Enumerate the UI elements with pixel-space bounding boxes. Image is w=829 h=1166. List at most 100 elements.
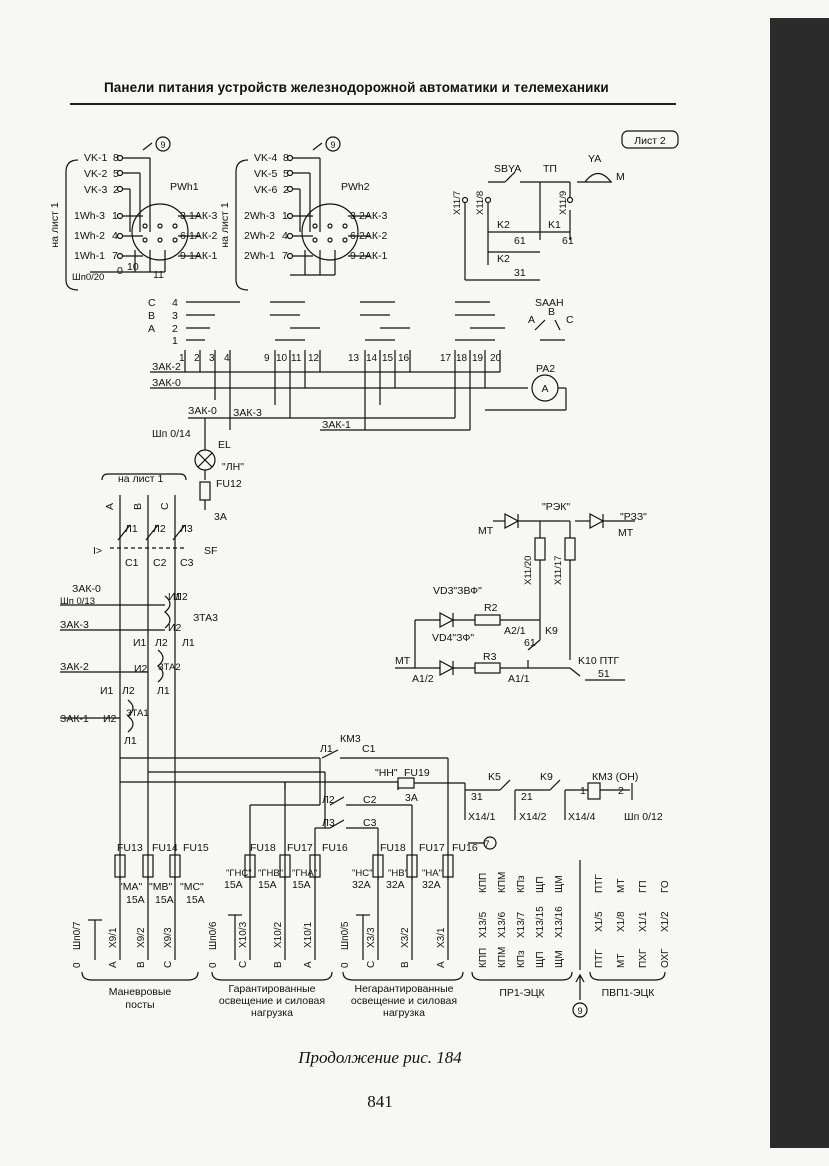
pr-top-3: ЩП: [535, 876, 546, 893]
ct3-l1: Л1: [182, 637, 195, 649]
group3-line3: нагрузка: [383, 1007, 425, 1019]
input-phase-c: C: [159, 502, 171, 510]
shp014-label: Шп 0/14: [152, 428, 191, 440]
pwh2-vk-pin-0: 8: [283, 152, 289, 164]
bracket-left-1: [65, 159, 79, 291]
input-shp013: Шп 0/13: [60, 596, 95, 607]
pwh2-wh-pin-1: 4: [282, 230, 288, 242]
fu-6-rating: 32А: [352, 879, 371, 891]
ct2-i1: И1: [133, 637, 147, 649]
term-g2-x2: X10/1: [303, 921, 314, 948]
ref-9-a: 9: [160, 140, 165, 150]
group3-line1: Негарантированные: [355, 983, 454, 995]
pwh2-wh-1: 2Wh-2: [244, 230, 275, 242]
saah-phase-a: A: [148, 323, 155, 335]
input-l1: Л1: [125, 523, 138, 535]
fu-8-rating: 32А: [422, 879, 441, 891]
term-g2-phase-b: B: [273, 961, 284, 968]
pwh2-vk-pin-1: 5: [283, 168, 289, 180]
input-bracket: [101, 473, 187, 481]
saah-phase-c: C: [148, 297, 156, 309]
ct1-i1: И1: [100, 685, 114, 697]
saah-name: SAAH: [535, 297, 564, 309]
saah-c-3: 3: [209, 353, 215, 364]
fu-3-label: "ГНС": [226, 868, 252, 879]
ind-r3: R3: [483, 651, 497, 663]
pv-top-1: МТ: [616, 879, 627, 893]
sf-c1: C1: [125, 557, 139, 569]
km3-label: КМ3: [340, 733, 361, 745]
fu-1-name: FU14: [152, 842, 178, 854]
term-g3-phase-c: C: [366, 961, 377, 968]
pwh2-wh-0: 2Wh-3: [244, 210, 275, 222]
pwh1-vk-0: VK-1: [84, 152, 108, 164]
input-phase-a: A: [104, 503, 116, 510]
pr-bot-3: ЩП: [535, 951, 546, 968]
pr-top-0: КПП: [478, 873, 489, 893]
ct-zta3-label: ЗТА3: [193, 612, 218, 624]
group1-line1: Маневровые: [109, 986, 172, 998]
sf-c3: C3: [180, 557, 194, 569]
sf-c2: C2: [153, 557, 167, 569]
pwh2-vk-pin-2: 2: [283, 184, 289, 196]
relay-sbya: SBYA: [494, 163, 521, 175]
sheet2-box: [621, 130, 679, 149]
pv-bot-3: ОХГ: [660, 948, 671, 968]
ind-mt2: МТ: [618, 527, 634, 539]
ref-9-b: 9: [330, 140, 335, 150]
fu-2-rating: 15А: [186, 894, 205, 906]
pwh1-shp: Шп0/20: [72, 272, 104, 283]
saah-level-1: 1: [172, 335, 178, 347]
to-sheet1-a: на лист 1: [49, 202, 61, 248]
fu12-rating: 3А: [214, 511, 227, 523]
group2-line1: Гарантированные: [228, 983, 315, 995]
fu-4-name: FU17: [287, 842, 313, 854]
term-shp06: Шп0/6: [208, 921, 219, 950]
pwh1-ak-pin-1: 6: [180, 230, 186, 242]
km3-c3: C3: [363, 817, 377, 829]
pwh1-ak-2: 1АК-1: [189, 250, 217, 262]
input-l3: Л3: [180, 523, 193, 535]
ind-c61: 61: [524, 637, 536, 649]
group1-line2: посты: [125, 999, 154, 1011]
relay-x11-9: X11/9: [558, 191, 569, 215]
ct-zta1: [127, 699, 134, 733]
pr-top-4: ЩМ: [554, 875, 565, 893]
figure-caption: Продолжение рис. 184: [298, 1048, 462, 1067]
ind-x11-20: X11/20: [523, 556, 534, 585]
km3-x14-2: X14/2: [519, 811, 547, 823]
km3-l2: Л2: [322, 794, 335, 806]
saah-c-17: 17: [440, 353, 452, 364]
bus-zak0b-label: ЗАК-0: [188, 405, 217, 417]
group4-label: ПР1-ЭЦК: [499, 987, 545, 999]
km3-x14-1: X14/1: [468, 811, 496, 823]
page-header-title: Панели питания устройств железнодорожной…: [104, 80, 609, 95]
group2-line2: освещение и силовая: [219, 995, 325, 1007]
trip-label: I>: [93, 545, 102, 557]
term-g3-phase-b: B: [400, 961, 411, 968]
saah-pos-b: B: [548, 306, 555, 318]
pwh1-p11: 11: [153, 269, 164, 281]
pwh2-ak-0: 2АК-3: [359, 210, 387, 222]
pwh1-wh-1: 1Wh-2: [74, 230, 105, 242]
pwh1-ak-pin-0: 3: [180, 210, 186, 222]
sf-label: SF: [204, 545, 217, 557]
ct2-i2: И2: [134, 663, 148, 675]
saah-c-12: 12: [308, 353, 320, 364]
pwh1-ak-pin-2: 9: [180, 250, 186, 262]
ind-rzz: "РЗЗ": [620, 511, 647, 523]
ref-9-c: 9: [577, 1006, 582, 1016]
km3-fu19: FU19: [404, 767, 430, 779]
group3-line2: освещение и силовая: [351, 995, 457, 1007]
km3-k9: K9: [540, 771, 553, 783]
saah-c-19: 19: [472, 353, 484, 364]
fu-7-name: FU17: [419, 842, 445, 854]
pwh1-wh-pin-2: 7: [112, 250, 118, 262]
km3-x14-4: X14/4: [568, 811, 596, 823]
fu-5-rating: 15А: [292, 879, 311, 891]
group5-label: ПВП1-ЭЦК: [602, 987, 656, 999]
ind-a1-2: A1/2: [412, 673, 434, 685]
pwh2-wh-2: 2Wh-1: [244, 250, 275, 262]
term-zero-2: 0: [208, 962, 219, 968]
fu-7-rating: 32А: [386, 879, 405, 891]
